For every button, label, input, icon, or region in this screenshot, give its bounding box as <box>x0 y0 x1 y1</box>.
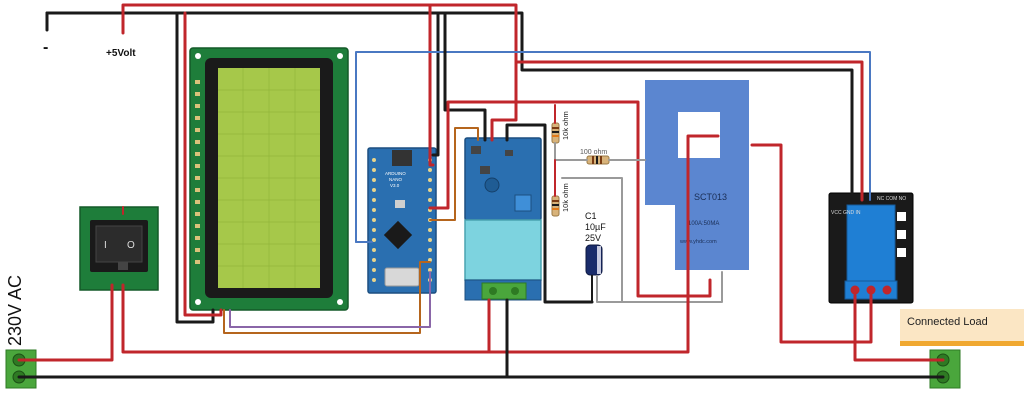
ac-input-label: 230V AC <box>5 275 25 346</box>
usb-port <box>384 267 420 287</box>
rocker-switch: I O <box>79 206 159 291</box>
switch-on-mark: I <box>104 240 107 251</box>
voltage-sensor-terminal <box>481 282 527 300</box>
resistor-r1 <box>551 122 560 144</box>
resistor-r3 <box>551 195 560 217</box>
resistor-r1-label: 10k ohm <box>561 111 570 140</box>
resistor-r3-label: 10k ohm <box>561 183 570 212</box>
wire-arduino-gnd <box>431 11 440 157</box>
resistor-r2 <box>586 155 610 165</box>
wire-lcd-scl <box>229 271 431 328</box>
ct-model: SCT013 <box>694 192 727 202</box>
switch-off-mark: O <box>127 240 135 251</box>
relay-term-labels: NC COM NO <box>877 196 906 202</box>
lcd-module <box>189 47 349 311</box>
wire-5v-rail <box>121 3 864 202</box>
relay-pin-labels: VCC GND IN <box>831 210 861 216</box>
voltage-sensor-module <box>464 137 542 301</box>
wire-cap-gray-2 <box>621 271 723 303</box>
cap-voltage-label: 25V <box>585 233 601 243</box>
lcd-pin-header <box>195 80 200 264</box>
connected-load: Connected Load <box>900 309 1024 346</box>
wire-ct-analog <box>505 123 594 304</box>
resistor-r2-label: 100 ohm <box>580 149 607 156</box>
arduino-pins-left <box>372 158 376 282</box>
cap-name-label: C1 <box>585 211 597 221</box>
wire-relay-com <box>750 143 873 344</box>
wire-lcd-sda <box>223 261 431 334</box>
capacitor-c1 <box>585 244 603 302</box>
ct-sensor: SCT013 100A:50MA www.yhdc.com <box>645 80 749 270</box>
load-terminal <box>929 349 961 389</box>
arduino-model: NANO <box>389 177 403 182</box>
voltage-transformer <box>464 219 542 281</box>
wire-relay-no <box>853 293 945 362</box>
load-label: Connected Load <box>907 316 988 328</box>
wire-ac-line <box>17 283 114 362</box>
cap-value-label: 10µF <box>585 222 606 232</box>
relay-name: FE_SRly <box>816 240 823 268</box>
wire-gnd-rail <box>45 11 854 202</box>
wire-cap-gray <box>561 177 623 303</box>
wire-vsensor-signal <box>429 127 479 221</box>
wire-arduino-5v <box>428 3 435 167</box>
wire-vsensor-gnd <box>443 11 487 142</box>
wire-arduino-red <box>428 100 712 298</box>
wire-ac-switch-out <box>121 134 720 354</box>
ac-input-terminal <box>5 349 37 389</box>
relay-module: VCC GND IN NC COM NO FE_SRly <box>816 192 914 304</box>
arduino-nano: ARDUINO NANO V3.0 <box>367 147 437 294</box>
negative-label: - <box>43 39 48 56</box>
wire-lcd-vcc <box>183 11 223 317</box>
ct-site: www.yhdc.com <box>679 239 717 245</box>
wire-vsensor-vcc <box>490 60 518 142</box>
ct-rating: 100A:50MA <box>688 221 719 227</box>
plus5v-label: +5Volt <box>106 48 136 59</box>
wire-relay-signal <box>355 51 871 243</box>
arduino-version: V3.0 <box>390 183 400 188</box>
arduino-name: ARDUINO <box>385 171 406 176</box>
